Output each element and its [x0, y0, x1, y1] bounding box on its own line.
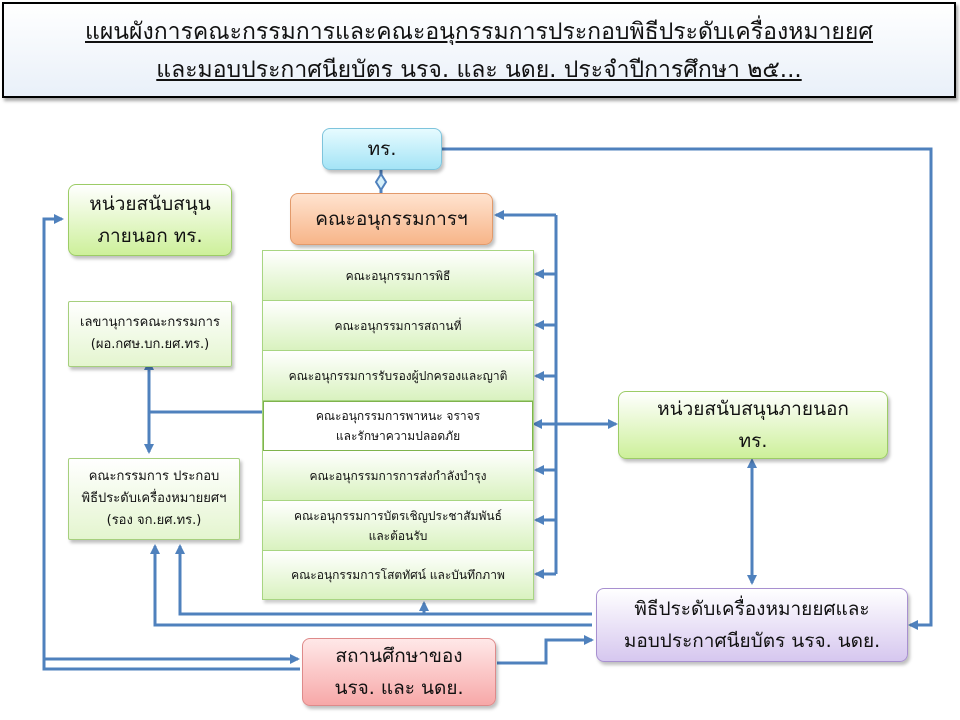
- node-schools-line-1: สถานศึกษาของ: [335, 645, 463, 667]
- subcommittee-row-2: คณะอนุกรรมการสถานที่: [263, 301, 533, 351]
- connector-schools-external-left: [42, 214, 300, 671]
- connector-ceremony-stack: [175, 544, 592, 616]
- connector-tr-ceremony: [442, 147, 933, 630]
- subcommittee-row-3: คณะอนุกรรมการรับรองผู้ปกครองและญาติ: [263, 351, 533, 401]
- node-tr-label: ทร.: [367, 138, 397, 160]
- node-external-right-line-1: หน่วยสนับสนุนภายนอก: [657, 398, 849, 420]
- subcommittee-row-4-line-1: คณะอนุกรรมการพาหนะ จราจร: [315, 409, 481, 423]
- subcommittee-row-4: คณะอนุกรรมการพาหนะ จราจร และรักษาความปลอ…: [263, 401, 533, 451]
- node-committee-line-2: พิธีประดับเครื่องหมายยศฯ: [81, 491, 227, 506]
- diagram-title: แผนผังการคณะกรรมการและคณะอนุกรรมการประกอ…: [2, 2, 956, 98]
- subcommittee-row-1: คณะอนุกรรมการพิธี: [263, 251, 533, 301]
- subcommittee-row-4-line-2: และรักษาความปลอดภัย: [335, 429, 461, 443]
- subcommittee-row-7: คณะอนุกรรมการโสตทัศน์ และบันทึกภาพ: [263, 551, 533, 599]
- subcommittee-row-6-line-1: คณะอนุกรรมการบัตรเชิญประชาสัมพันธ์: [294, 508, 502, 523]
- subcommittee-stack: คณะอนุกรรมการพิธี คณะอนุกรรมการสถานที่ ค…: [262, 250, 534, 600]
- node-committee-line-1: คณะกรรมการ ประกอบ: [88, 469, 220, 484]
- node-secretary-line-1: เลขานุการคณะกรรมการ: [80, 315, 220, 330]
- node-committee-line-3: (รอง จก.ยศ.ทร.): [106, 513, 202, 528]
- subcommittee-row-5-label: คณะอนุกรรมการการส่งกำลังบำรุง: [309, 468, 487, 483]
- node-schools: สถานศึกษาของ นรจ. และ นดย.: [302, 638, 496, 706]
- title-line-2: และมอบประกาศนียบัตร นรจ. และ นดย. ประจำป…: [156, 57, 802, 83]
- node-secretary: เลขานุการคณะกรรมการ (ผอ.กศษ.บก.ยศ.ทร.): [68, 301, 232, 367]
- node-committee: คณะกรรมการ ประกอบ พิธีประดับเครื่องหมายย…: [68, 458, 240, 540]
- node-subcommittee: คณะอนุกรรมการฯ: [290, 193, 493, 245]
- subcommittee-row-6-line-2: และต้อนรับ: [368, 528, 428, 543]
- node-tr: ทร.: [322, 128, 442, 170]
- node-ceremony: พิธีประดับเครื่องหมายยศและ มอบประกาศนียบ…: [596, 588, 908, 662]
- node-external-left-line-1: หน่วยสนับสนุน: [89, 193, 211, 215]
- subcommittee-row-6: คณะอนุกรรมการบัตรเชิญประชาสัมพันธ์ และต้…: [263, 501, 533, 551]
- node-subcommittee-label: คณะอนุกรรมการฯ: [315, 208, 468, 230]
- connector-schools-ceremony: [497, 635, 594, 665]
- node-schools-line-2: นรจ. และ นดย.: [334, 677, 464, 699]
- subcommittee-row-5: คณะอนุกรรมการการส่งกำลังบำรุง: [263, 451, 533, 501]
- subcommittee-row-2-label: คณะอนุกรรมการสถานที่: [334, 318, 462, 333]
- node-ceremony-line-2: มอบประกาศนียบัตร นรจ. นดย.: [623, 630, 881, 652]
- node-external-left-line-2: ภายนอก ทร.: [97, 225, 203, 247]
- node-secretary-line-2: (ผอ.กศษ.บก.ยศ.ทร.): [90, 337, 210, 352]
- node-external-right: หน่วยสนับสนุนภายนอก ทร.: [618, 391, 888, 459]
- subcommittee-row-1-label: คณะอนุกรรมการพิธี: [345, 268, 451, 283]
- connector-ceremony-committee: [150, 544, 592, 627]
- diamond-marker: [374, 172, 388, 192]
- node-external-right-line-2: ทร.: [738, 430, 768, 452]
- node-ceremony-line-1: พิธีประดับเครื่องหมายยศและ: [634, 598, 870, 620]
- subcommittee-row-3-label: คณะอนุกรรมการรับรองผู้ปกครองและญาติ: [288, 368, 508, 383]
- node-external-left: หน่วยสนับสนุน ภายนอก ทร.: [68, 184, 232, 256]
- title-line-1: แผนผังการคณะกรรมการและคณะอนุกรรมการประกอ…: [85, 19, 873, 45]
- subcommittee-row-7-label: คณะอนุกรรมการโสตทัศน์ และบันทึกภาพ: [291, 568, 505, 582]
